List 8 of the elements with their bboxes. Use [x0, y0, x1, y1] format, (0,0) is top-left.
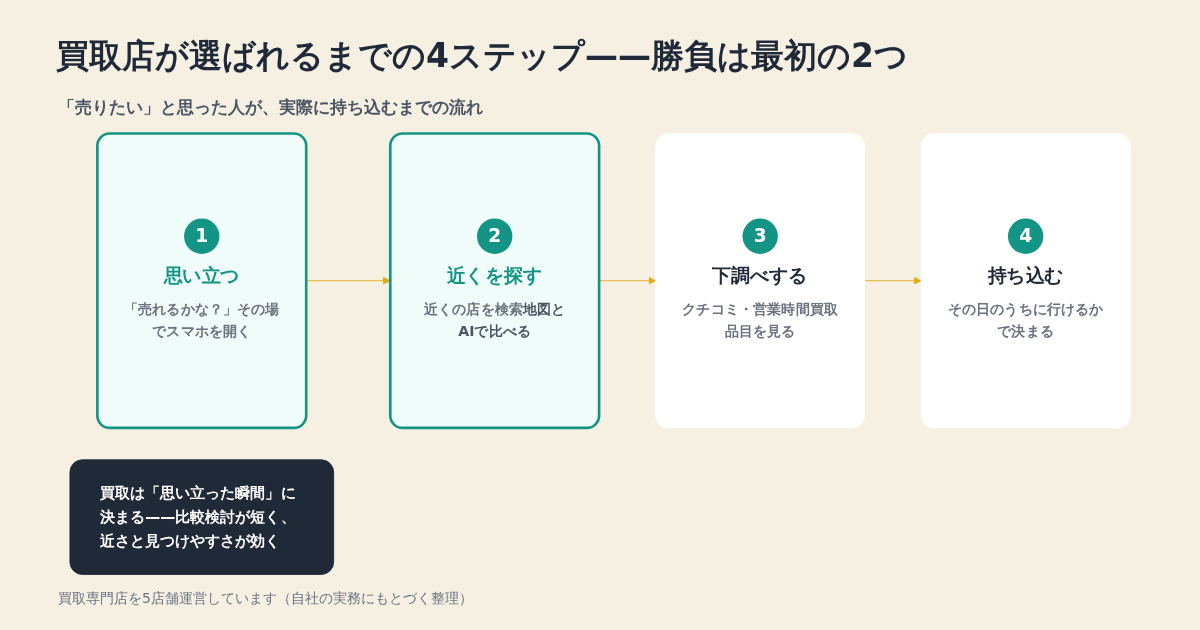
subtitle: 「売りたい」と思った人が、実際に持ち込むまでの流れ [58, 96, 483, 119]
footer-note: 買取専門店を5店舗運営しています（自社の実務にもとづく整理） [58, 590, 473, 608]
node-box: 3 下調べする クチコミ・営業時間買取品目を見る [655, 133, 866, 429]
node-box: 2 近くを探す 近くの店を検索地図とAIで比べる [388, 132, 601, 430]
title: 買取店が選ばれるまでの4ステップ——勝負は最初の2つ [56, 35, 908, 77]
node-box: 1 思い立つ 「売れるかな？」その場でスマホを開く [96, 132, 308, 430]
node-box: 4 持ち込む その日のうちに行けるかで決まる [920, 133, 1131, 429]
node-box: 買取は「思い立った瞬間」に決まる——比較検討が短く、近さと見つけやすさが効く [69, 459, 335, 575]
